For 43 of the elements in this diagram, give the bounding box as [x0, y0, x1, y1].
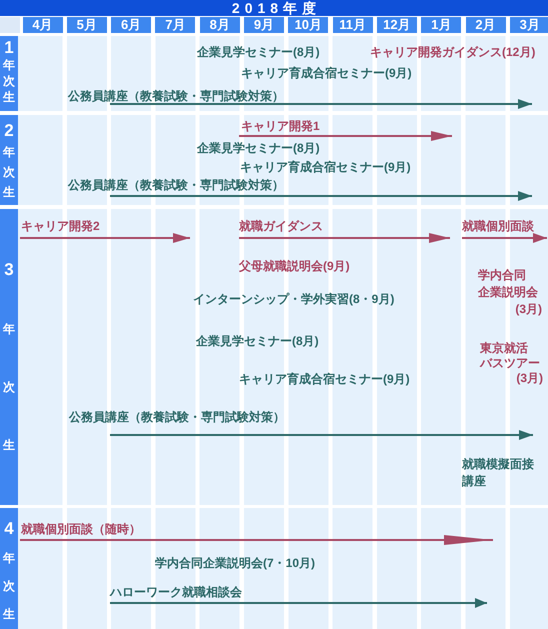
- event-label: 就職模擬面接講座: [462, 456, 535, 490]
- month-header: 2月: [466, 17, 506, 33]
- month-header: 8月: [200, 17, 240, 33]
- event-label: キャリア開発ガイダンス(12月): [370, 45, 536, 59]
- event-label: 公務員講座（教養試験・専門試験対策）: [68, 89, 284, 103]
- event-label: 東京就活バスツアー(3月): [480, 341, 543, 386]
- event-label: キャリア育成合宿セミナー(9月): [240, 160, 411, 174]
- event-label: 公務員講座（教養試験・専門試験対策）: [68, 178, 284, 192]
- event-label: キャリア開発2: [21, 219, 100, 233]
- month-header: 3月: [510, 17, 548, 33]
- event-label: キャリア育成合宿セミナー(9月): [241, 66, 412, 80]
- grade-label: 3年次生: [0, 209, 18, 505]
- timeline-row: [0, 508, 548, 629]
- timeline-row: [0, 209, 548, 505]
- month-header: 4月: [22, 17, 62, 33]
- event-label: 父母就職説明会(9月): [239, 259, 350, 273]
- timeline-row: [0, 115, 548, 205]
- event-label: ハローワーク就職相談会: [110, 585, 242, 599]
- event-label: 公務員講座（教養試験・専門試験対策）: [69, 410, 285, 424]
- month-header: 1月: [421, 17, 462, 33]
- event-label: 就職ガイダンス: [239, 219, 323, 233]
- title-banner: 2018年度: [0, 0, 548, 16]
- event-label: キャリア育成合宿セミナー(9月): [239, 372, 410, 386]
- event-label: 就職個別面談: [462, 219, 534, 233]
- grade-label: 4年次生: [0, 508, 18, 629]
- event-label: 学内合同企業説明会(3月): [478, 267, 542, 318]
- event-label: インターンシップ・学外実習(8・9月): [193, 292, 394, 306]
- event-label: 企業見学セミナー(8月): [197, 45, 320, 59]
- event-label: 企業見学セミナー(8月): [197, 141, 320, 155]
- grade-label: 2年次生: [0, 115, 18, 205]
- month-header: 9月: [244, 17, 284, 33]
- month-header: 12月: [376, 17, 417, 33]
- month-header: 5月: [66, 17, 107, 33]
- month-header: 7月: [155, 17, 196, 33]
- timeline-row: [0, 36, 548, 111]
- month-header: 6月: [111, 17, 152, 33]
- event-label: キャリア開発1: [241, 119, 320, 133]
- event-label: 就職個別面談（随時）: [21, 522, 141, 536]
- month-header: 10月: [288, 17, 328, 33]
- event-label: 企業見学セミナー(8月): [196, 334, 319, 348]
- event-label: 学内合同企業説明会(7・10月): [155, 556, 316, 570]
- grade-label: 1年次生: [0, 36, 18, 111]
- month-header: 11月: [332, 17, 373, 33]
